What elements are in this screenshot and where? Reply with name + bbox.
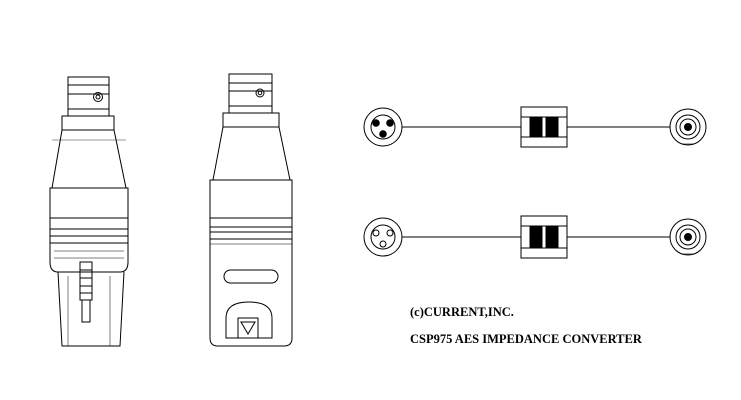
transformer-icon xyxy=(520,215,568,259)
converter-side-view xyxy=(49,76,129,347)
schematic-row-1 xyxy=(363,106,707,148)
xlr-female-icon xyxy=(363,217,403,257)
release-slot xyxy=(223,269,279,284)
bnc-connector-icon xyxy=(669,108,707,146)
bayonet-pin-icon xyxy=(93,92,103,102)
latch-icon xyxy=(79,261,93,323)
copyright-caption: (c)CURRENT,INC. xyxy=(410,305,514,319)
push-button-icon xyxy=(225,301,273,339)
bnc-connector-icon xyxy=(669,218,707,256)
transformer-icon xyxy=(520,106,568,148)
product-title: CSP975 AES IMPEDANCE CONVERTER xyxy=(410,332,642,346)
schematic-row-2 xyxy=(363,215,707,259)
xlr-male-icon xyxy=(363,107,403,147)
converter-front-view xyxy=(209,73,293,347)
bayonet-pin-icon xyxy=(255,88,265,98)
